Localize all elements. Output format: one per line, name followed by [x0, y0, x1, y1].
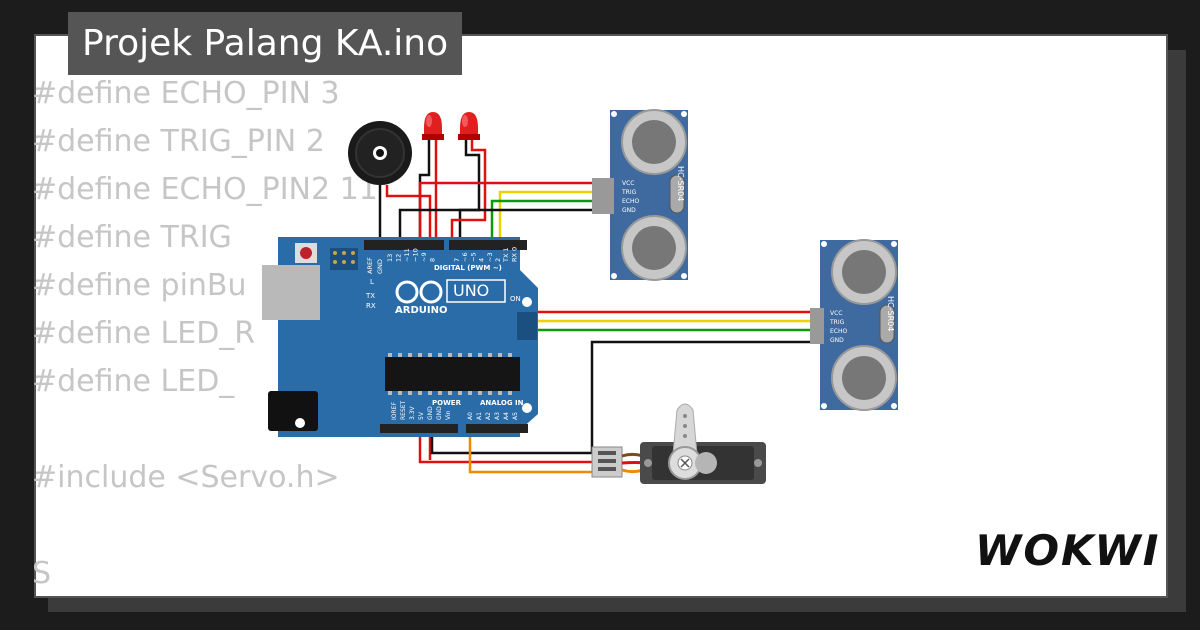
sensor-1-pin-labels: VCC TRIG ECHO GND — [621, 180, 639, 214]
digital-pin-label: 12 — [395, 254, 403, 262]
code-line: #define ECHO_PIN 3 — [32, 76, 340, 111]
power-pin-label: GND — [427, 406, 434, 420]
sensor-2-model-label: HC-SR04 — [886, 296, 895, 331]
ultrasonic-sensor-1[interactable]: VCC TRIG ECHO GND HC-SR04 — [592, 109, 688, 281]
power-pin-label: Vin — [445, 410, 452, 420]
sensor-pin-label: TRIG — [621, 189, 637, 196]
sensor-pin-label: ECHO — [830, 328, 847, 335]
analog-pin-label: A2 — [485, 412, 492, 420]
analog-pin-label: A5 — [512, 412, 519, 420]
sensor-1-model-label: HC-SR04 — [676, 166, 685, 201]
board-model-label: UNO — [453, 281, 489, 300]
sensor-pin-label: ECHO — [622, 198, 639, 205]
servo-motor[interactable] — [591, 403, 766, 484]
analog-header-label: ANALOG IN — [480, 399, 524, 407]
power-pin-label: 5V — [418, 411, 425, 420]
l-led-label: L — [370, 278, 374, 286]
code-line: S — [32, 556, 52, 591]
reset-button[interactable] — [300, 247, 312, 259]
digital-pin-label: ~10 — [412, 248, 420, 262]
digital-pin-label: 7 — [453, 258, 461, 262]
sensor-pin-label: GND — [622, 207, 636, 214]
power-pin-label: RESET — [400, 400, 407, 420]
power-header-label: POWER — [432, 399, 462, 407]
sensor-pin-label: TRIG — [829, 319, 845, 326]
led-red-2[interactable] — [458, 112, 480, 140]
power-pin-label: GND — [436, 406, 443, 420]
tx-label: TX — [365, 292, 375, 300]
code-line: #define ECHO_PIN2 11 — [32, 172, 378, 207]
sensor-pin-label: VCC — [830, 310, 842, 317]
power-pin-label: IOREF — [391, 402, 398, 420]
code-line: #include <Servo.h> — [32, 460, 340, 495]
gnd-pin-label: GND — [376, 259, 384, 274]
preview-card — [34, 34, 1168, 598]
wokwi-logo: WOKWI — [975, 526, 1160, 575]
project-title: Projek Palang KA.ino — [68, 12, 463, 75]
arduino-uno[interactable]: UNO ARDUINO ON DIGITAL (PWM ~) ANALOG IN… — [262, 237, 538, 437]
code-line: #define LED_R — [32, 316, 256, 351]
aref-pin-label: AREF — [366, 257, 374, 274]
board-brand-label: ARDUINO — [395, 305, 447, 316]
rx-label: RX — [366, 302, 376, 310]
analog-pin-label: A1 — [476, 412, 483, 420]
digital-pin-label: TX 1 — [502, 247, 510, 263]
analog-pin-label: A3 — [494, 412, 501, 420]
buzzer[interactable] — [348, 121, 412, 185]
led-red-1[interactable] — [422, 112, 444, 140]
digital-pin-label: ~5 — [469, 252, 477, 262]
arduino-logo-icon — [395, 280, 443, 304]
ultrasonic-sensor-2[interactable]: VCC TRIG ECHO GND HC-SR04 — [810, 239, 898, 411]
wokwi-logo-text: WOKWI — [975, 526, 1161, 575]
digital-pin-label: 2 — [494, 258, 502, 262]
power-jack — [268, 391, 318, 431]
sensor-2-pin-labels: VCC TRIG ECHO GND — [829, 310, 847, 344]
sensor-pin-label: GND — [830, 337, 844, 344]
usb-port — [262, 265, 320, 320]
digital-pin-label: 8 — [429, 258, 437, 262]
microcontroller-chip — [385, 357, 520, 391]
sensor-pin-label: VCC — [622, 180, 634, 187]
code-line: #define TRIG — [32, 220, 232, 255]
power-pin-label: 3.3V — [409, 405, 416, 420]
on-led-label: ON — [510, 295, 521, 303]
code-line: #define TRIG_PIN 2 — [32, 124, 325, 159]
analog-pin-label: A0 — [467, 412, 474, 420]
digital-pin-label: ~11 — [403, 248, 411, 262]
digital-header-label: DIGITAL (PWM ~) — [434, 264, 502, 272]
digital-pin-label: ~6 — [461, 252, 469, 262]
digital-pin-label: ~9 — [420, 252, 428, 262]
code-line: #define LED_ — [32, 364, 235, 399]
digital-pin-label: 4 — [478, 258, 486, 262]
code-preview: #define ECHO_PIN 3 #define TRIG_PIN 2 #def… — [32, 70, 378, 598]
digital-pin-label: ~3 — [486, 252, 494, 262]
code-line: #define pinBu — [32, 268, 247, 303]
analog-pin-label: A4 — [503, 412, 510, 420]
digital-pin-label: 13 — [386, 254, 394, 262]
digital-pin-label: RX 0 — [510, 247, 518, 262]
